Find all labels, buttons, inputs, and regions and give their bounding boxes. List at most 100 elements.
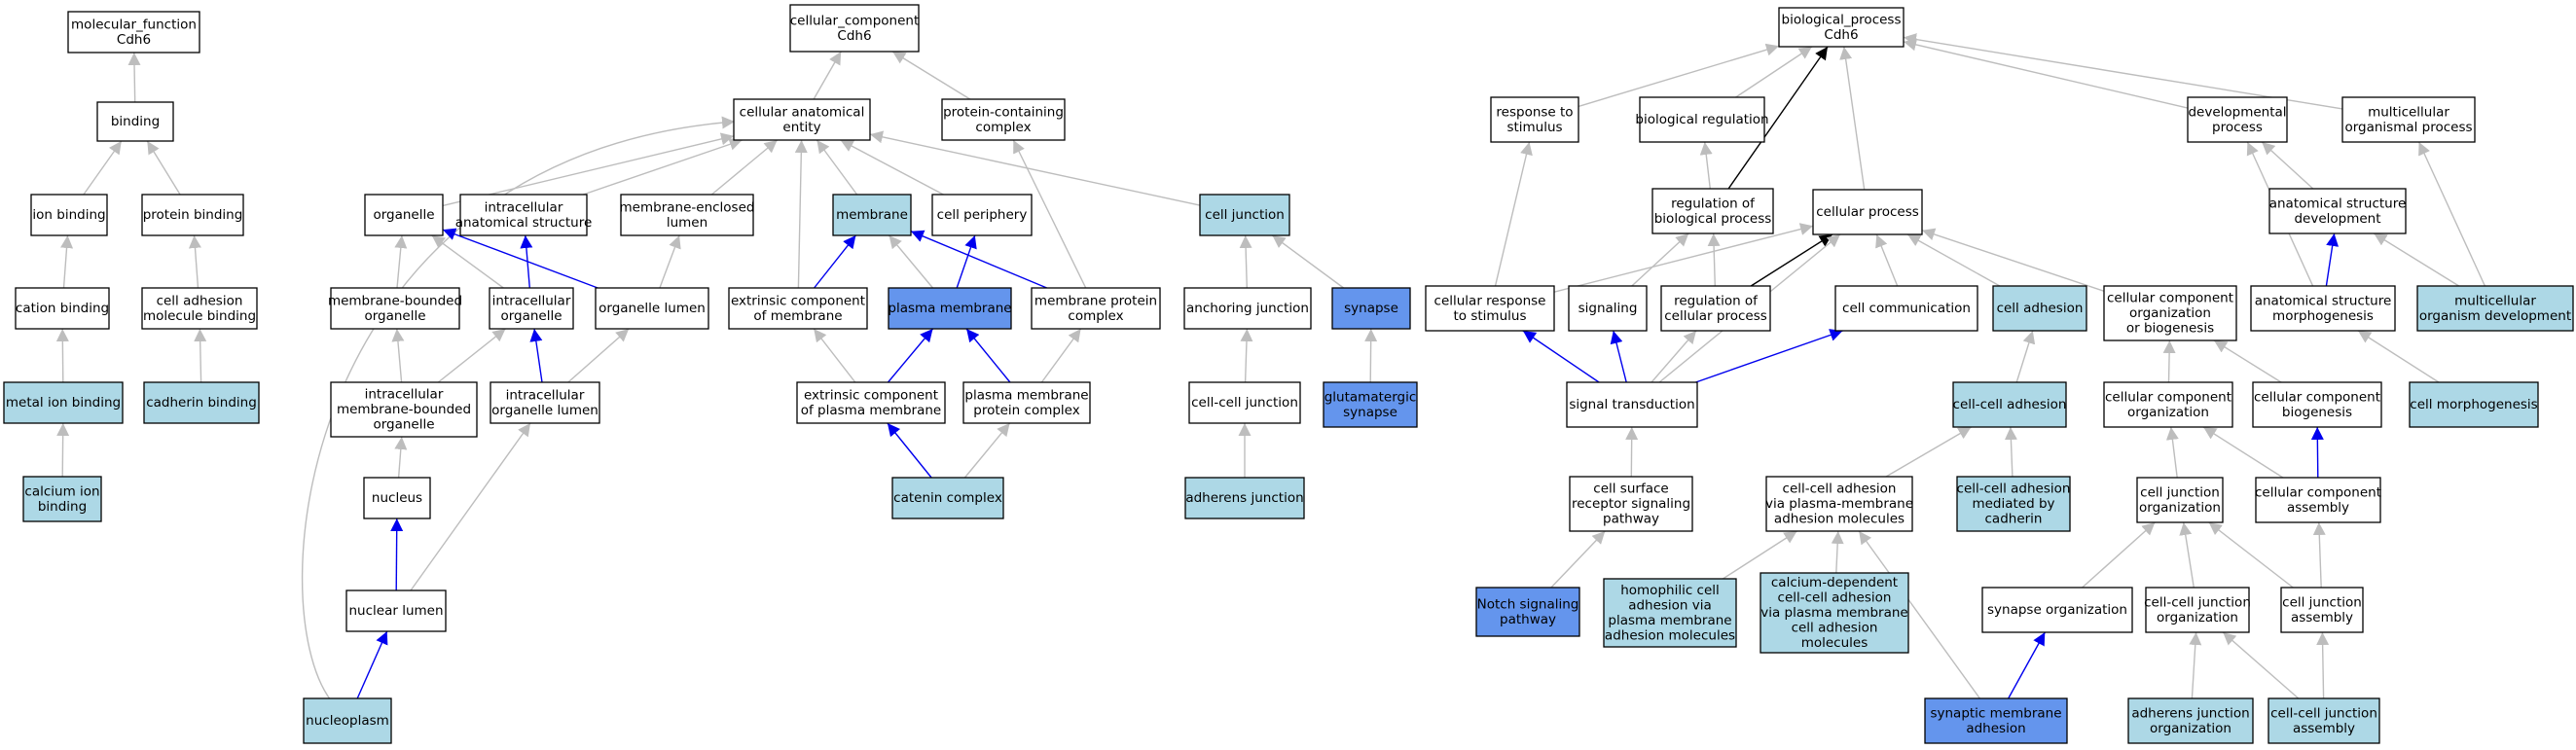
node-box — [22, 476, 102, 522]
node-box — [2268, 697, 2380, 744]
node-label: Notch signaling — [1477, 596, 1579, 612]
edge-cell_proc-to-bp — [1839, 46, 1866, 191]
edge-cell_periphery-to-cae — [840, 139, 944, 196]
edge-csrsp-to-sig_trans — [1625, 426, 1639, 478]
edge-bioreg-to-bp — [1735, 46, 1813, 98]
node-label: organization — [2150, 721, 2231, 736]
node-label: pathway — [1603, 512, 1659, 527]
node-label: organelle lumen — [599, 301, 706, 316]
go-node-syn-org: synapse organization — [1981, 587, 2133, 633]
edge-iol-to-io — [529, 328, 543, 383]
edge-cj_assembly-to-cj_org — [2208, 521, 2294, 589]
node-box — [330, 287, 460, 330]
go-node-nucleus: nucleus — [363, 477, 431, 519]
edge-cell_comm-to-cell_proc — [1875, 233, 1899, 287]
node-label: cellular component — [2255, 484, 2381, 500]
node-label: organelle lumen — [491, 403, 599, 418]
node-label: adherens junction — [1185, 490, 1303, 506]
node-label: organization — [2129, 305, 2211, 321]
node-label: nucleus — [372, 490, 422, 506]
edge-ol-to-mel — [659, 234, 681, 289]
node-box — [1188, 381, 1301, 424]
edge-mbo-to-organelle — [394, 234, 408, 289]
node-label: intracellular — [485, 199, 563, 215]
edge-ion_binding-to-binding — [83, 140, 123, 196]
node-box — [1952, 381, 2067, 428]
node-label: synaptic membrane — [1930, 705, 2061, 721]
node-label: extrinsic component — [731, 293, 865, 308]
go-node-membrane: membrane — [832, 194, 912, 236]
node-box — [141, 194, 244, 236]
go-node-binding: binding — [96, 101, 174, 142]
node-label: cell periphery — [937, 207, 1028, 223]
edge-asd-to-dev_proc — [2261, 141, 2314, 190]
node-box — [141, 287, 258, 330]
node-label: organelle — [373, 417, 434, 433]
node-label: intracellular — [365, 387, 444, 403]
edge-sig_trans-to-crts — [1522, 330, 1600, 383]
edge-ccj_assembly-to-ccj_org — [2222, 631, 2300, 699]
node-box — [1639, 96, 1765, 143]
node-label: or biogenesis — [2126, 321, 2214, 337]
edge-sig_trans-to-signaling — [1610, 330, 1627, 383]
edge-cation_binding-to-ion_binding — [60, 234, 74, 289]
node-label: cellular component — [2107, 291, 2233, 306]
go-node-protein-binding: protein binding — [141, 194, 244, 236]
edge-ccj_assembly-to-cj_assembly — [2316, 631, 2330, 699]
node-label: cell surface — [1593, 482, 1668, 497]
node-box — [96, 101, 174, 142]
node-label: anatomical structure — [455, 215, 593, 231]
node-label: entity — [782, 120, 820, 135]
edge-pmpc-to-mpc — [1040, 328, 1082, 383]
edge-imbo-to-io — [437, 328, 506, 383]
node-label: developmental — [2188, 104, 2286, 120]
edge-mpc-to-pcc — [1012, 139, 1087, 289]
node-label: ion binding — [32, 207, 105, 223]
node-label: response to — [1496, 104, 1573, 120]
node-box — [2250, 285, 2396, 332]
edge-cj_org-to-cco — [2165, 426, 2179, 479]
node-label: homophilic cell — [1620, 583, 1720, 598]
node-label: cellular process — [1664, 308, 1767, 324]
edge-glut_syn-to-synapse — [1364, 328, 1378, 383]
edge-aj_anch-to-cell_junction — [1239, 234, 1252, 289]
edge-nuclear_lumen-to-nucleus — [390, 518, 404, 591]
node-label: assembly — [2287, 500, 2349, 516]
edge-mel-to-cae — [710, 139, 779, 196]
edge-aj_org-to-ccj_org — [2189, 631, 2202, 699]
node-label: membrane-bounded — [328, 293, 462, 308]
edge-asm-to-asd — [2325, 232, 2340, 287]
node-label: Cdh6 — [837, 28, 871, 44]
edge-sig_trans-to-rcp — [1651, 330, 1697, 383]
edge-rts-to-bp — [1578, 43, 1780, 108]
go-node-cell-comm: cell communication — [1834, 285, 1978, 332]
node-label: organelle — [364, 308, 425, 324]
node-label: protein complex — [973, 403, 1080, 418]
node-label: cellular process — [1816, 204, 1919, 220]
node-box — [1924, 697, 2068, 744]
edge-mpc-to-membrane — [910, 230, 1047, 289]
node-label: synapse organization — [1987, 602, 2127, 618]
node-box — [1956, 476, 2071, 532]
go-node-synapse: synapse — [1331, 287, 1411, 330]
node-label: via plasma membrane — [1760, 605, 1908, 621]
edge-calcium_dep-to-cca_pmam — [1831, 530, 1844, 574]
node-label: anchoring junction — [1186, 301, 1309, 316]
node-box — [1603, 578, 1737, 648]
node-label: receptor signaling — [1572, 496, 1690, 512]
node-box — [2145, 587, 2250, 633]
